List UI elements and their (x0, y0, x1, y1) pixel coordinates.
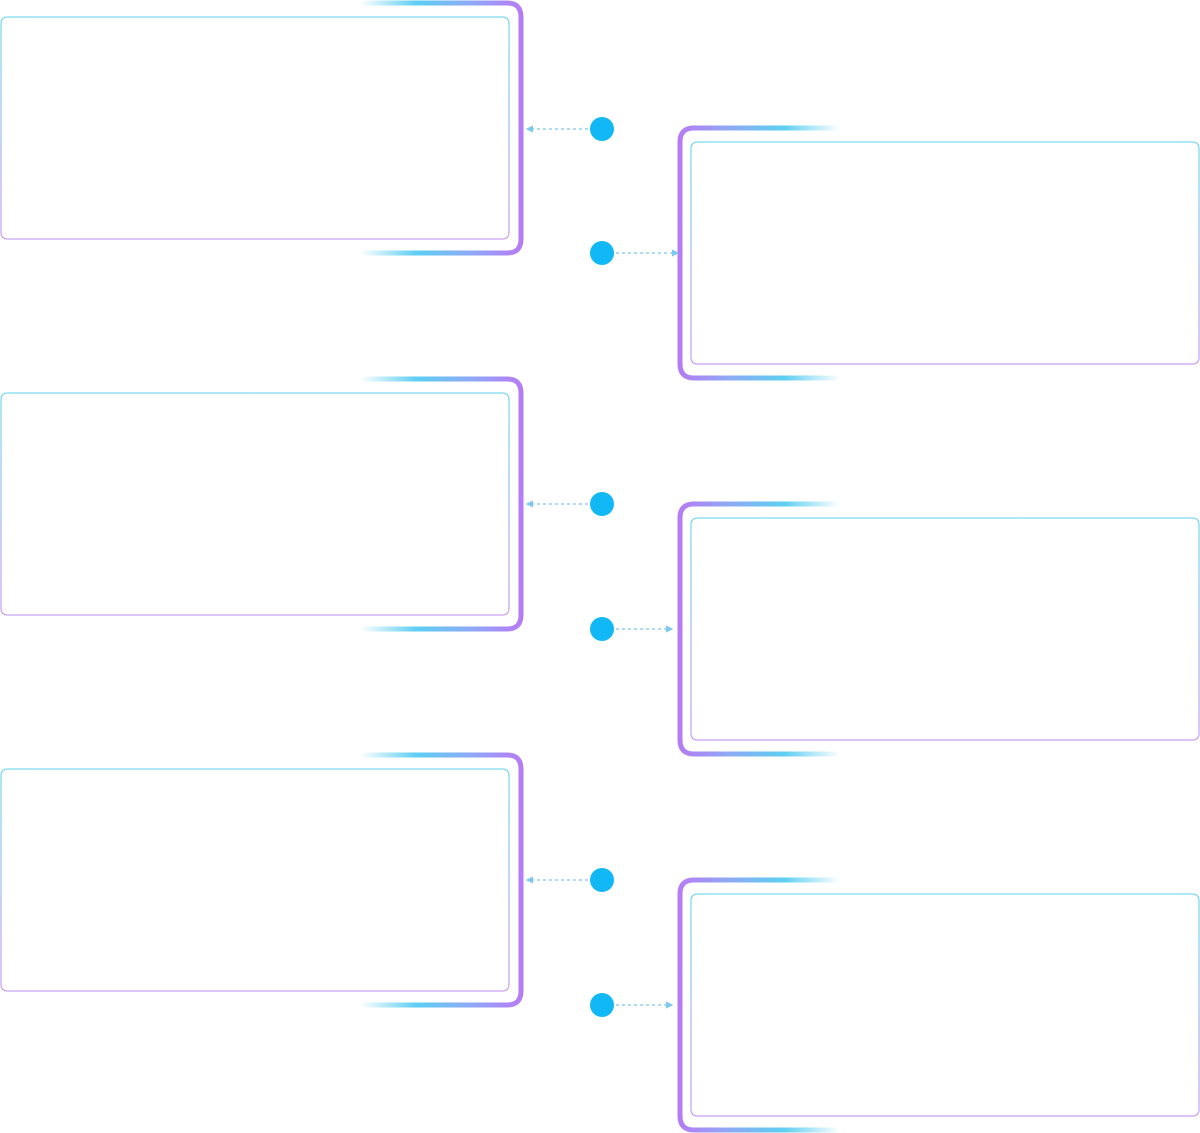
card-6-frame (677, 877, 840, 1133)
node-1 (590, 117, 614, 141)
node-3 (590, 492, 614, 516)
node-2 (590, 241, 614, 265)
card-4-frame (677, 501, 840, 757)
node-4 (590, 617, 614, 641)
card-3 (0, 392, 510, 616)
card-2-frame (677, 125, 840, 381)
card-4 (690, 517, 1200, 741)
card-5-box (0, 768, 510, 992)
node-5 (590, 868, 614, 892)
card-2 (690, 141, 1200, 365)
card-1-frame (360, 0, 524, 256)
card-6 (690, 893, 1200, 1117)
node-6 (590, 993, 614, 1017)
card-3-box (0, 392, 510, 616)
card-5-frame (360, 752, 524, 1008)
card-1-box (0, 16, 510, 240)
card-1 (0, 16, 510, 240)
card-4-box (690, 517, 1200, 741)
card-3-frame (360, 376, 524, 632)
card-6-box (690, 893, 1200, 1117)
card-2-box (690, 141, 1200, 365)
card-5 (0, 768, 510, 992)
